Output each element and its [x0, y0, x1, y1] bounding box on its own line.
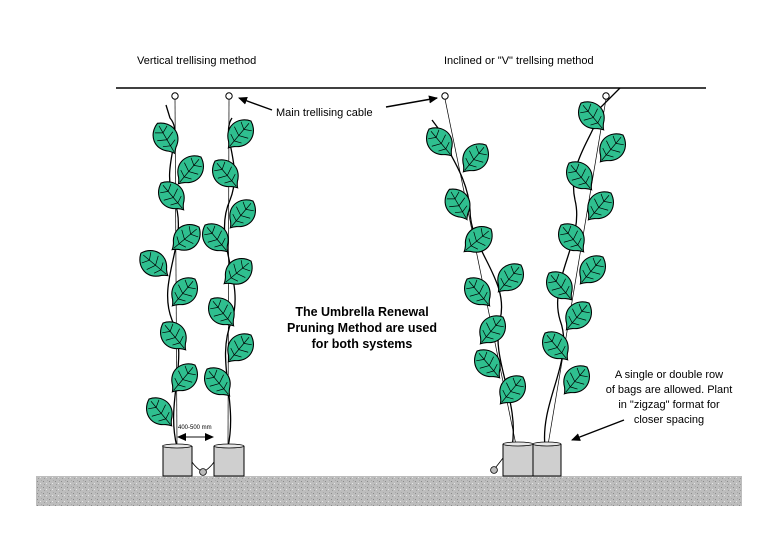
bag-1 [162, 446, 193, 477]
peg-2 [490, 466, 498, 474]
leaf-30 [587, 191, 614, 221]
arrow-to-cable-right [385, 95, 438, 108]
leaf-25 [474, 349, 501, 379]
callout-arrows [238, 95, 625, 441]
leaf-17 [204, 367, 231, 397]
leaf-24 [479, 315, 506, 345]
leaf-2 [177, 155, 204, 185]
string-4 [547, 98, 607, 446]
leaf-13 [202, 223, 229, 253]
leaf-16 [227, 333, 254, 363]
note-line-3: in "zigzag" format for [618, 399, 720, 411]
planting-bags [162, 441, 562, 477]
center-line-2: Pruning Method are used [286, 321, 437, 335]
note-line-4: closer spacing [633, 414, 705, 426]
leaf-14 [223, 258, 253, 285]
leaf-9 [146, 397, 173, 427]
leaf-7 [160, 321, 187, 351]
arrow-to-bags [571, 419, 625, 441]
leaf-22 [497, 263, 524, 293]
anchor-pegs [191, 457, 504, 476]
leaf-19 [462, 143, 489, 173]
inclined-method-label: Inclined or "V" trellsing method [444, 55, 594, 67]
peg-1 [199, 468, 207, 476]
leaf-10 [227, 119, 254, 149]
arrow-to-cable-left [238, 96, 273, 111]
leaf-29 [566, 161, 593, 191]
leaves-group [139, 101, 626, 427]
bag-row-note: A single or double row of bags are allow… [594, 368, 744, 428]
leaf-18 [426, 127, 453, 157]
leaf-33 [546, 271, 573, 301]
stem-4 [543, 87, 621, 448]
leaf-8 [171, 363, 198, 393]
leaf-6 [171, 277, 198, 307]
ground-strip [36, 476, 742, 506]
umbrella-method-text: The Umbrella Renewal Pruning Method are … [262, 304, 462, 352]
leaf-1 [152, 122, 179, 155]
leaf-26 [499, 375, 526, 405]
note-line-1: A single or double row [614, 369, 724, 381]
center-line-3: for both systems [311, 337, 413, 351]
leaf-15 [208, 297, 235, 327]
leaf-4 [171, 224, 201, 251]
leaf-12 [229, 199, 256, 229]
leaf-21 [463, 226, 493, 253]
leaf-34 [565, 301, 592, 331]
note-line-2: of bags are allowed. Plant [605, 384, 733, 396]
hook-3 [441, 92, 449, 100]
vertical-method-label: Vertical trellising method [137, 55, 257, 67]
leaf-35 [542, 331, 569, 361]
leaf-36 [563, 365, 590, 395]
leaf-28 [599, 133, 626, 163]
hook-1 [171, 92, 179, 100]
leaf-23 [464, 277, 491, 307]
leaf-27 [578, 101, 605, 131]
bag-3 [502, 444, 534, 477]
leaf-3 [158, 181, 185, 211]
cable-hooks [171, 92, 610, 100]
hook-4 [602, 92, 610, 100]
leaf-5 [139, 250, 169, 277]
main-cable-label: Main trellising cable [276, 107, 373, 119]
spacing-label: 400-500 mm [178, 425, 212, 431]
leaf-20 [444, 188, 471, 221]
center-line-1: The Umbrella Renewal [295, 305, 429, 319]
bag-2 [213, 446, 245, 477]
bag-4 [532, 444, 562, 477]
leaf-11 [212, 159, 239, 189]
leaf-31 [558, 223, 585, 253]
leaf-32 [579, 255, 606, 285]
hook-2 [225, 92, 233, 100]
